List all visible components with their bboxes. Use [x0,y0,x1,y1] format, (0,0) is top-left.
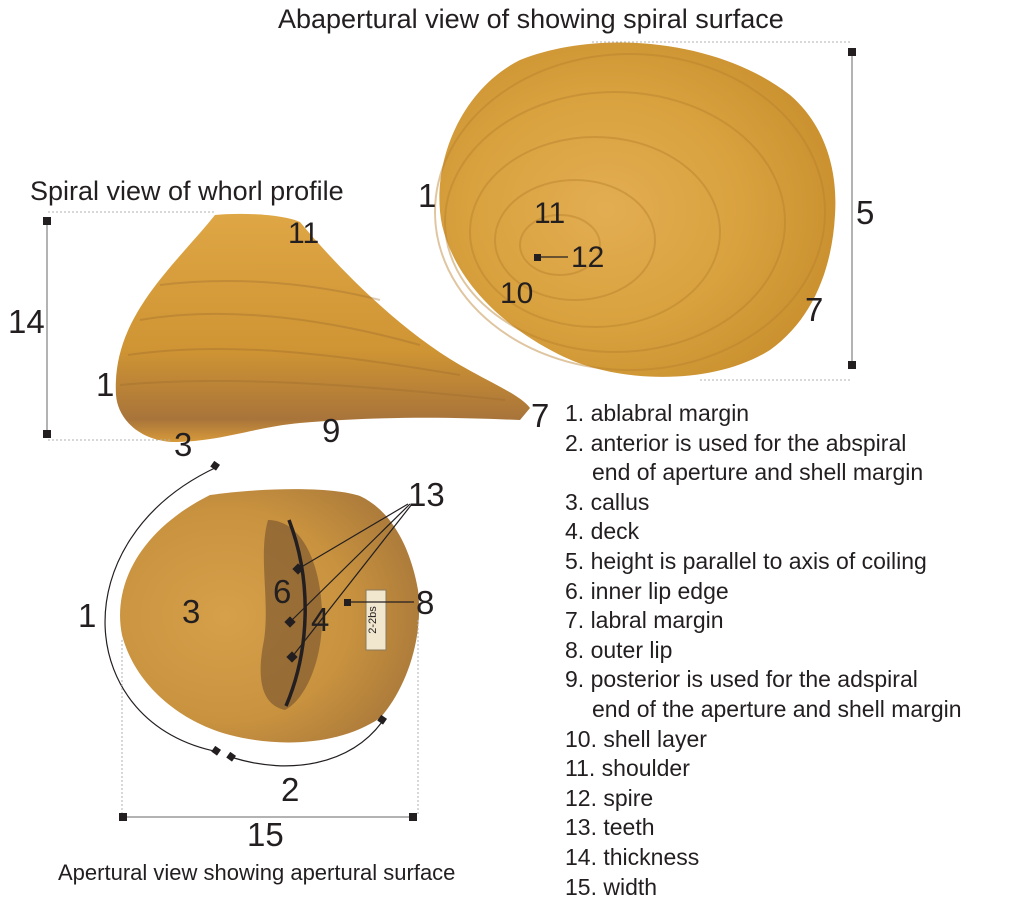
abapertural-title: Abapertural view of showing spiral surfa… [278,4,784,34]
legend-item: 1. ablabral margin [565,399,962,429]
legend-item: 2. anterior is used for the abspiralend … [565,429,962,488]
label-labral-margin: 7 [531,397,549,434]
label-width: 15 [247,816,284,853]
legend-item: 14. thickness [565,843,962,873]
thickness-end-marker [43,430,51,438]
arc-end-marker [211,746,221,756]
spire-marker [534,254,541,261]
arc-end-marker [226,752,236,762]
whorl-profile-title: Spiral view of whorl profile [30,176,344,206]
label-outer-lip: 8 [416,584,434,621]
legend-item: 8. outer lip [565,636,962,666]
legend-item: 5. height is parallel to axis of coiling [565,547,962,577]
legend-item: 6. inner lip edge [565,577,962,607]
legend-item: 4. deck [565,517,962,547]
label-labral-margin: 7 [805,291,823,328]
legend-item: 9. posterior is used for the adspiralend… [565,665,962,724]
label-thickness: 14 [8,303,45,340]
apertural-title: Apertural view showing apertural surface [58,860,455,885]
legend-item: 3. callus [565,488,962,518]
label-posterior: 9 [322,412,340,449]
label-inner-lip-edge: 6 [273,573,291,610]
legend-item: 7. labral margin [565,606,962,636]
legend-item: 12. spire [565,784,962,814]
label-callus: 3 [174,426,192,463]
thickness-end-marker [43,217,51,225]
label-shoulder: 11 [288,217,319,250]
height-end-marker [848,361,856,369]
legend-item: 13. teeth [565,813,962,843]
label-ablabral-margin: 1 [418,177,436,214]
height-end-marker [848,48,856,56]
label-shoulder: 11 [534,197,565,230]
outer-lip-marker [344,599,351,606]
legend-item: 11. shoulder [565,754,962,784]
specimen-tag-text: 2-2bs [367,606,379,634]
apertural-view: 2-2bs 13 1 3 6 4 8 2 15 Apertural view s… [58,461,455,885]
label-ablabral-margin: 1 [78,597,96,634]
legend-item: 10. shell layer [565,725,962,755]
label-teeth: 13 [408,476,445,513]
label-shell-layer: 10 [500,277,533,310]
label-callus: 3 [182,593,200,630]
label-ablabral-margin: 1 [96,366,114,403]
label-anterior: 2 [281,771,299,808]
legend-item: 15. width [565,873,962,903]
label-spire: 12 [571,241,604,274]
width-end-marker [119,813,127,821]
width-end-marker [409,813,417,821]
legend: 1. ablabral margin 2. anterior is used f… [565,399,962,902]
label-height: 5 [856,194,874,231]
label-deck: 4 [311,601,329,638]
